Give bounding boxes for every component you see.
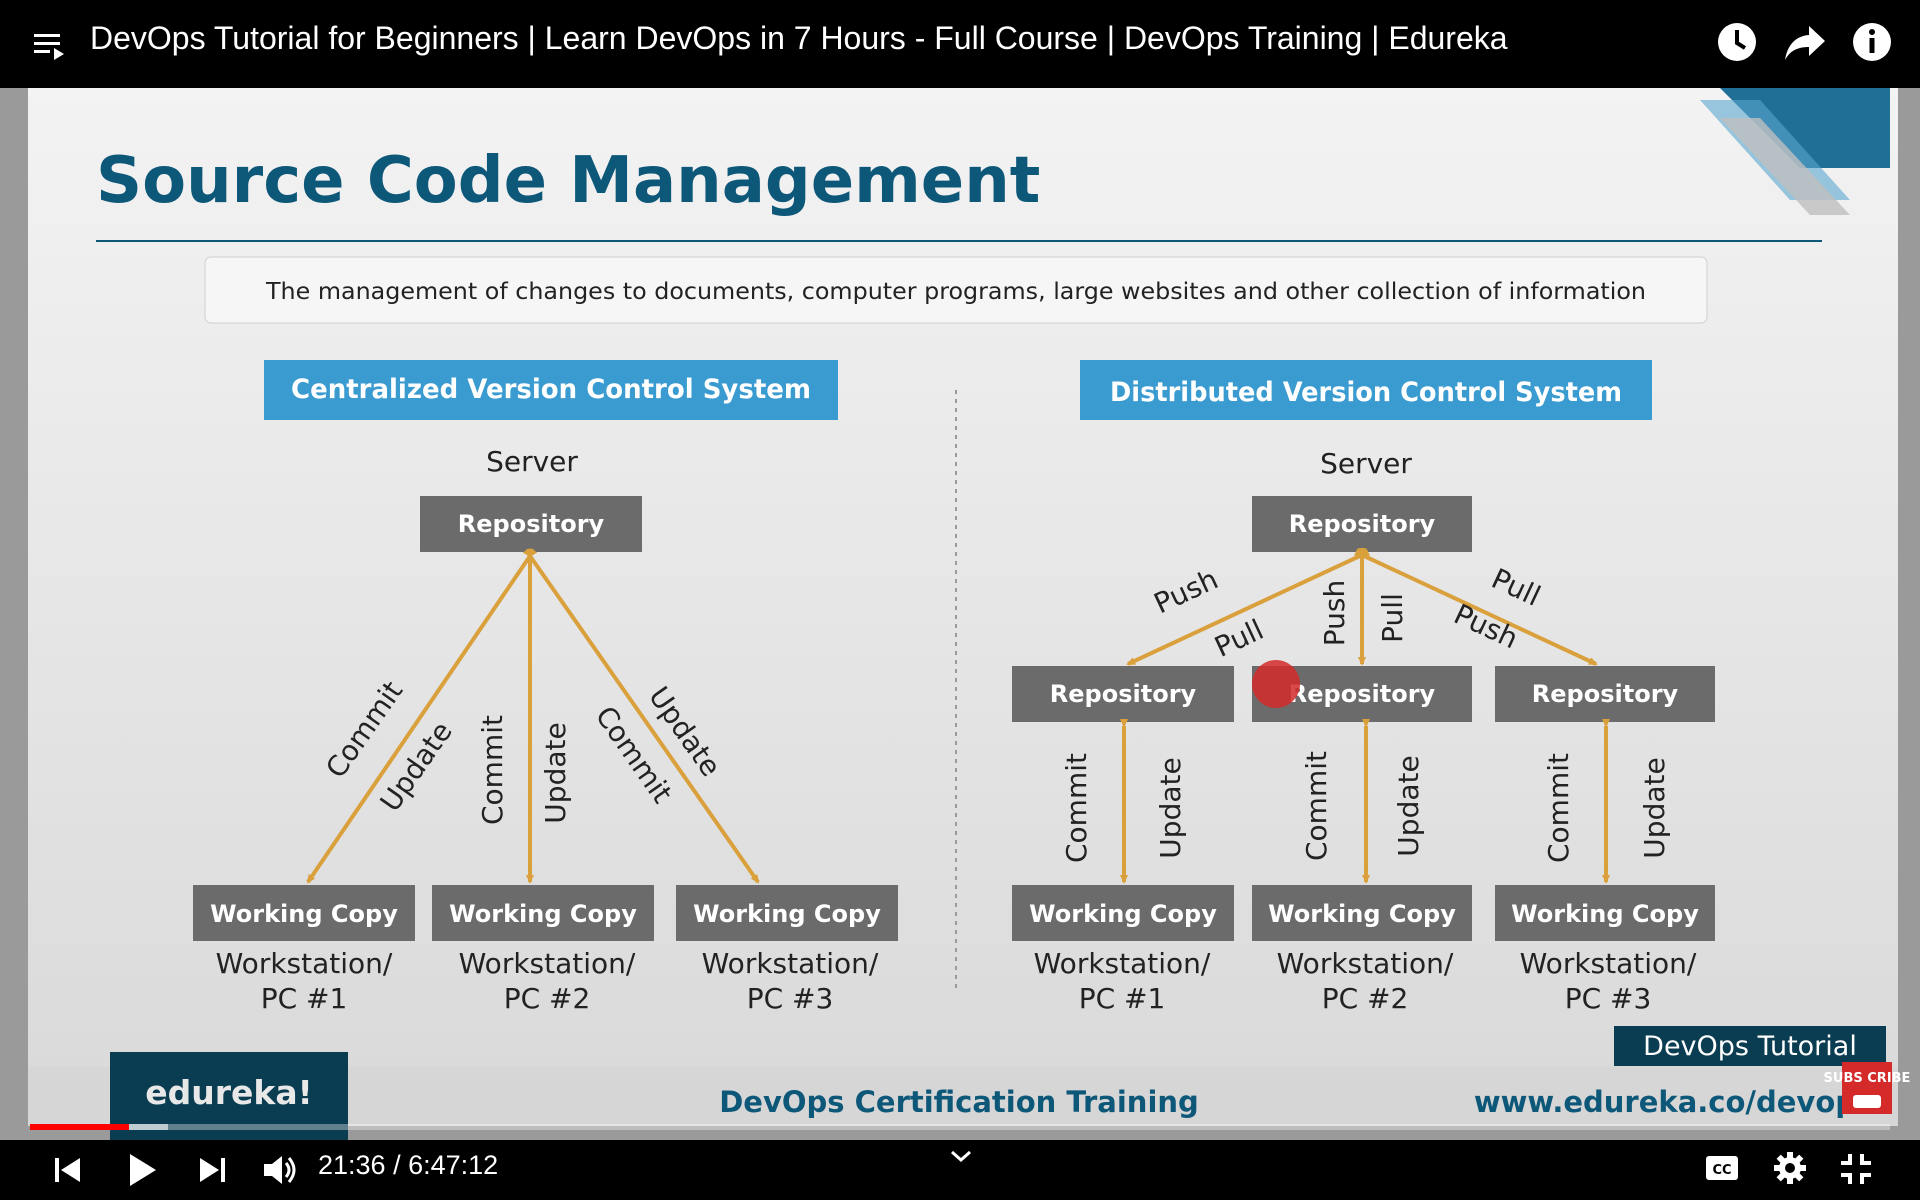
working-copy-label: Working Copy xyxy=(1511,900,1699,928)
update-label: Update xyxy=(1638,757,1671,858)
local-repository-label: Repository xyxy=(1532,680,1679,708)
skip-previous-icon[interactable] xyxy=(50,1152,86,1192)
workstation-label: PC #1 xyxy=(261,982,348,1015)
local-repository-node xyxy=(1495,666,1715,722)
share-icon[interactable] xyxy=(1783,20,1829,66)
slide-heading: Source Code Management xyxy=(96,144,1040,218)
skip-next-icon[interactable] xyxy=(194,1152,230,1192)
server-repository-node xyxy=(1252,496,1472,552)
server-repository-label: Repository xyxy=(1289,510,1436,538)
commit-label: Commit xyxy=(1542,753,1575,863)
workstation-label: PC #3 xyxy=(747,982,834,1015)
course-url: www.edureka.co/devop xyxy=(1474,1085,1856,1119)
working-copy-node xyxy=(1012,885,1234,941)
svg-text:CC: CC xyxy=(1712,1163,1731,1178)
update-label: Update xyxy=(539,722,572,823)
seek-buffered xyxy=(128,1124,168,1130)
update-label: Update xyxy=(1392,755,1425,856)
workstation-label: Workstation/ xyxy=(702,947,879,980)
push-label: Push xyxy=(1318,580,1351,646)
seek-bar[interactable] xyxy=(30,1124,1890,1130)
local-repository-node xyxy=(1012,666,1234,722)
clock-icon[interactable] xyxy=(1715,20,1761,66)
working-copy-label: Working Copy xyxy=(1029,900,1217,928)
pointer-dot xyxy=(1252,660,1300,708)
volume-icon[interactable] xyxy=(260,1150,300,1194)
chevron-down-icon[interactable] xyxy=(948,1146,974,1170)
play-icon[interactable] xyxy=(122,1150,162,1194)
seek-played xyxy=(30,1124,129,1130)
workstation-label: Workstation/ xyxy=(459,947,636,980)
subscribe-mini-icon xyxy=(1853,1095,1881,1108)
arrow-to-pc1 xyxy=(306,547,538,884)
video-title[interactable]: DevOps Tutorial for Beginners | Learn De… xyxy=(90,20,1508,56)
local-repository-label: Repository xyxy=(1050,680,1197,708)
subscribe-button[interactable]: SUBS CRIBE xyxy=(1824,1062,1911,1114)
update-label: Update xyxy=(1154,757,1187,858)
devops-tutorial-badge-text: DevOps Tutorial xyxy=(1643,1031,1857,1062)
cc-icon[interactable]: CC xyxy=(1704,1153,1740,1187)
info-icon[interactable] xyxy=(1850,20,1896,66)
definition-text: The management of changes to documents, … xyxy=(265,279,1646,305)
commit-label: Commit xyxy=(1300,751,1333,861)
definition-box xyxy=(204,256,1708,324)
server-repository-label: Repository xyxy=(458,510,605,538)
working-copy-node xyxy=(432,885,654,941)
workstation-label: Workstation/ xyxy=(1277,947,1454,980)
server-label: Server xyxy=(486,445,578,478)
edureka-logo: edureka! xyxy=(145,1073,312,1112)
time-display: 21:36 / 6:47:12 xyxy=(318,1150,499,1180)
workstation-label: PC #3 xyxy=(1565,982,1652,1015)
exit-fullscreen-icon[interactable] xyxy=(1838,1151,1874,1191)
workstation-label: Workstation/ xyxy=(1520,947,1697,980)
playlist-icon[interactable] xyxy=(30,26,76,72)
workstation-label: Workstation/ xyxy=(216,947,393,980)
course-name: DevOps Certification Training xyxy=(719,1085,1199,1119)
commit-label: Commit xyxy=(476,715,509,825)
local-repository-label: Repository xyxy=(1289,680,1436,708)
working-copy-label: Working Copy xyxy=(693,900,881,928)
workstation-label: PC #2 xyxy=(1322,982,1409,1015)
centralized-header: Centralized Version Control System xyxy=(291,374,811,405)
working-copy-node xyxy=(676,885,898,941)
distributed-header: Distributed Version Control System xyxy=(1110,377,1622,408)
player-top-bar: DevOps Tutorial for Beginners | Learn De… xyxy=(0,0,1920,88)
distributed-diagram: Server Repository Push Pull Push Pull Pu… xyxy=(1012,447,1715,1015)
commit-label: Commit xyxy=(1060,753,1093,863)
player-controls: 21:36 / 6:47:12 CC xyxy=(0,1140,1920,1200)
workstation-label: Workstation/ xyxy=(1034,947,1211,980)
subscribe-text: SUBS CRIBE xyxy=(1824,1071,1911,1086)
push-pull-arrow-1 xyxy=(1126,548,1371,666)
pull-label: Pull xyxy=(1376,593,1409,643)
gear-icon[interactable] xyxy=(1772,1150,1808,1190)
slide-footer: edureka! DevOps Certification Training w… xyxy=(28,1026,1910,1140)
working-copy-label: Working Copy xyxy=(1268,900,1456,928)
working-copy-node xyxy=(1252,885,1472,941)
devops-tutorial-badge xyxy=(1614,1026,1886,1066)
working-copy-label: Working Copy xyxy=(449,900,637,928)
centralized-header-box xyxy=(264,360,838,420)
arrow-to-pc3 xyxy=(522,547,760,884)
working-copy-node xyxy=(1495,885,1715,941)
server-repository-node xyxy=(420,496,642,552)
distributed-header-box xyxy=(1080,360,1652,420)
corner-decoration xyxy=(1700,88,1890,215)
workstation-label: PC #1 xyxy=(1079,982,1166,1015)
workstation-label: PC #2 xyxy=(504,982,591,1015)
working-copy-label: Working Copy xyxy=(210,900,398,928)
push-pull-arrow-3 xyxy=(1353,548,1598,666)
server-label: Server xyxy=(1320,447,1412,480)
working-copy-node xyxy=(193,885,415,941)
